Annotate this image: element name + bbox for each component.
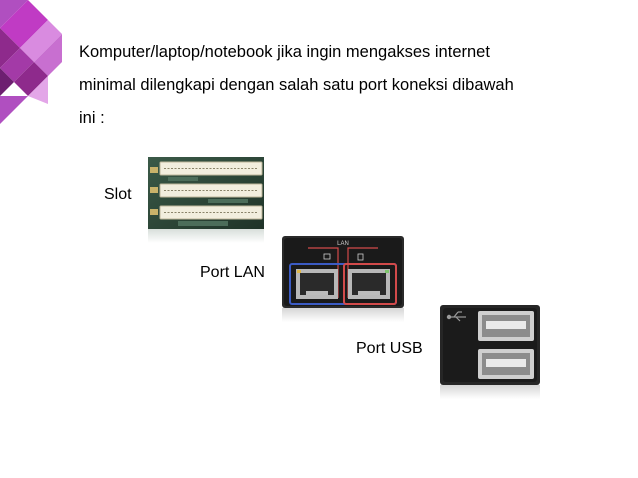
network-icon bbox=[323, 253, 331, 260]
slot-image bbox=[148, 157, 264, 229]
lan-photo-text: LAN bbox=[337, 241, 349, 247]
intro-line-1: Komputer/laptop/notebook jika ingin meng… bbox=[79, 43, 490, 61]
intro-line-2: minimal dilengkapi dengan salah satu por… bbox=[79, 76, 514, 94]
slot-label: Slot bbox=[104, 186, 132, 203]
corner-decoration bbox=[0, 0, 62, 124]
port-usb-label: Port USB bbox=[356, 340, 423, 357]
port-lan-label: Port LAN bbox=[200, 264, 265, 281]
slot-reflection bbox=[148, 229, 264, 243]
port-usb-reflection bbox=[440, 385, 540, 399]
port-lan-image: LAN bbox=[282, 236, 404, 308]
intro-line-3: ini : bbox=[79, 109, 105, 127]
usb-icon bbox=[446, 311, 466, 322]
port-icon bbox=[357, 253, 364, 261]
intro-text: Komputer/laptop/notebook jika ingin meng… bbox=[79, 36, 599, 135]
port-lan-reflection bbox=[282, 308, 404, 322]
port-usb-image bbox=[440, 305, 540, 385]
